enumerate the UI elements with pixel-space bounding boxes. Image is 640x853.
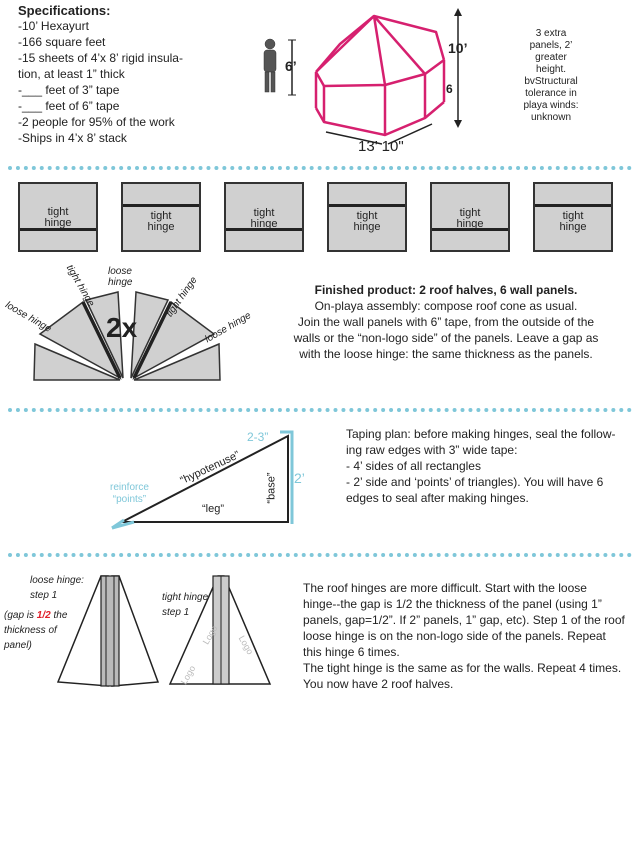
wall-panel: tight hinge (533, 182, 613, 252)
note-line: playa winds: (523, 100, 579, 111)
total-height-label: 10’ (448, 40, 468, 56)
gap-note: (gap is 1/2 the thickness of panel) (4, 608, 67, 653)
roof-line: panels, gap=1/2”. If 2” panels, 1” gap, … (303, 613, 625, 627)
section-divider (8, 166, 632, 170)
note-line: panels, 2’ (529, 40, 573, 51)
section-divider (8, 408, 632, 412)
side-dimension-label: 2’ (294, 470, 305, 486)
base-label: “base” (265, 472, 278, 504)
step-title: tight hinge: (162, 592, 211, 603)
panel-label: hinge (559, 221, 587, 233)
wall-panel: tight hinge (121, 182, 201, 252)
note-line: 3 extra (535, 28, 567, 39)
width-dimension-label: 13’ 10" (358, 138, 404, 155)
leg-label: “leg” (202, 503, 225, 515)
step-number: step 1 (30, 590, 58, 601)
panel-label: tight (253, 207, 275, 219)
panel-label: hinge (44, 217, 72, 229)
gap-note-line: thickness of (4, 625, 57, 636)
roof-hinge-text: The roof hinges are more difficult. Star… (303, 580, 638, 692)
wall-panel: tight hinge (224, 182, 304, 252)
loose-hinge-diagram (56, 575, 160, 687)
spec-item: -___ feet of 6” tape (18, 99, 120, 113)
step-title: loose hinge: (30, 575, 84, 586)
roof-line: You now have 2 roof halves. (303, 677, 454, 691)
wall-panel: tight hinge (327, 182, 407, 252)
person-figure (263, 38, 277, 93)
gap-note-line: (gap is 1/2 the (4, 608, 67, 623)
reinforce-line: reinforce (110, 482, 149, 493)
panel-label: tight (562, 210, 584, 222)
section-divider (8, 553, 632, 557)
extra-panels-note: 3 extra panels, 2’ greater height. bvStr… (506, 28, 596, 124)
hinge-line (432, 228, 508, 231)
hexayurt-illustration (263, 8, 462, 145)
finished-line: On-playa assembly: compose roof cone as … (314, 299, 578, 313)
spec-item: -10’ Hexayurt (18, 19, 89, 33)
hinge-line (20, 228, 96, 231)
note-line: height. (535, 64, 567, 75)
spec-item: -Ships in 4’x 8’ stack (18, 131, 127, 145)
taping-line: ing raw edges with 3” wide tape: (346, 443, 518, 457)
wall-panel: tight hinge (430, 182, 510, 252)
panel-label: hinge (456, 218, 484, 230)
tight-hinge-step-label: tight hinge: step 1 (162, 590, 211, 620)
tight-hinge-diagram (168, 575, 272, 685)
roof-half-diagram (33, 291, 221, 381)
roof-line: hinge--the gap is 1/2 the thickness of t… (303, 597, 602, 611)
roof-line: The roof hinges are more difficult. Star… (303, 581, 587, 595)
finished-line: with the loose hinge: the same thickness… (299, 347, 593, 361)
step-number: step 1 (162, 607, 190, 618)
note-line: greater (535, 52, 567, 63)
specifications-title: Specifications: (18, 3, 111, 18)
finished-line: Join the wall panels with 6” tape, from … (297, 315, 595, 329)
wall-panel: tight hinge (18, 182, 98, 252)
hinge-line (123, 204, 199, 207)
panel-label: tight (356, 210, 378, 222)
wall-height-label: 6 (446, 82, 453, 96)
spec-item: -166 square feet (18, 35, 106, 49)
note-line: bvStructural (524, 76, 578, 87)
loose-hinge-top-label: loose hinge (108, 266, 133, 288)
loose-hinge-step-label: loose hinge: step 1 (30, 573, 84, 603)
finished-heading: Finished product: 2 roof halves, 6 wall … (314, 283, 578, 297)
panel-label: hinge (353, 221, 381, 233)
roof-line: loose hinge is on the non-logo side of t… (303, 629, 606, 643)
reinforce-line: “points” (112, 494, 147, 505)
triangle-diagram (111, 430, 294, 530)
multiplier-label: 2x (106, 312, 138, 343)
roof-line: this hinge 6 times. (303, 645, 400, 659)
spec-item: -2 people for 95% of the work (18, 115, 175, 129)
taping-line: edges to seal after making hinges. (346, 491, 529, 505)
panel-label: hinge (147, 221, 175, 233)
hinge-line (226, 228, 302, 231)
spec-item: -___ feet of 3” tape (18, 83, 120, 97)
taping-line: - 4’ sides of all rectangles (346, 459, 481, 473)
top-dimension-label: 2-3” (247, 430, 269, 444)
height-dimension-label: 6’ (285, 58, 297, 74)
note-line: tolerance in (525, 88, 577, 99)
spec-item: tion, at least 1” thick (18, 67, 125, 81)
note-line: unknown (530, 112, 572, 123)
gap-note-line: panel) (4, 640, 32, 651)
finished-product-text: Finished product: 2 roof halves, 6 wall … (256, 282, 636, 362)
panel-label: hinge (250, 218, 278, 230)
reinforce-points-label: reinforce “points” (110, 482, 149, 506)
gap-half-highlight: 1/2 (36, 610, 51, 621)
spec-item: -15 sheets of 4’x 8’ rigid insula- (18, 51, 183, 65)
taping-plan-text: Taping plan: before making hinges, seal … (346, 426, 636, 506)
taping-line: Taping plan: before making hinges, seal … (346, 427, 616, 441)
panel-label: tight (47, 206, 69, 218)
panel-label: tight (459, 207, 481, 219)
hinge-line (535, 204, 611, 207)
gap-note-text: (gap is (4, 610, 37, 621)
finished-line: walls or the “non-logo side” of the pane… (293, 331, 599, 345)
gap-note-text: the (50, 610, 68, 621)
panel-label: tight (150, 210, 172, 222)
hinge-line (329, 204, 405, 207)
taping-line: - 2’ side and ‘points’ of triangles). Yo… (346, 475, 604, 489)
roof-line: The tight hinge is the same as for the w… (303, 661, 622, 675)
